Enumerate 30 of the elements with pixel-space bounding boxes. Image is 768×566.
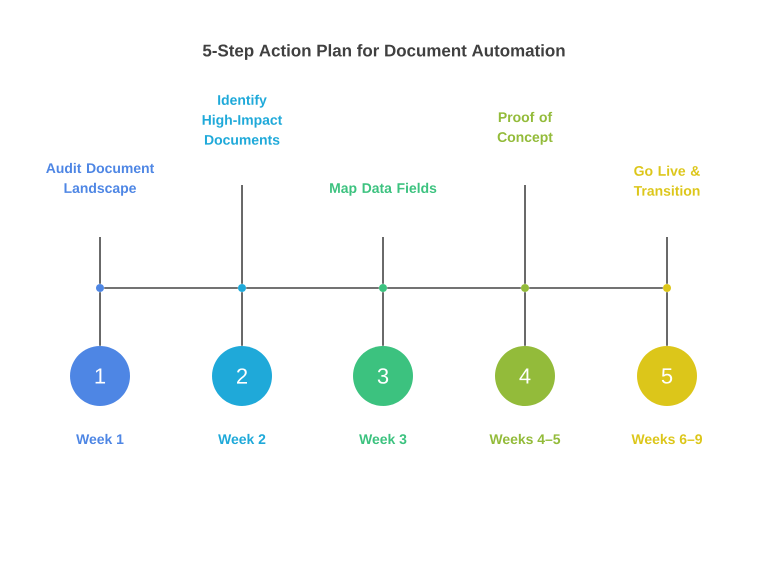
step-title: Audit Document Landscape	[46, 162, 154, 196]
step-title: Map Data Fields	[330, 182, 436, 196]
week-label: Week 2	[218, 434, 266, 444]
step-title: Go Live & Transition	[634, 166, 700, 196]
timeline-line	[246, 287, 379, 289]
timeline-dot	[238, 284, 246, 292]
connector-line	[382, 237, 384, 284]
connector-line	[666, 292, 668, 346]
timeline-line	[387, 287, 521, 289]
connector-line	[666, 237, 668, 284]
connector-line	[524, 292, 526, 346]
step-title: Proof of Concept	[498, 112, 553, 145]
timeline-line	[529, 287, 663, 289]
connector-line	[99, 292, 101, 346]
timeline-dot	[521, 284, 529, 292]
connector-line	[524, 185, 526, 284]
title: 5-Step Action Plan for Document Automation	[202, 44, 565, 60]
week-label: Week 1	[76, 434, 124, 444]
connector-line	[241, 292, 243, 346]
timeline-dot	[379, 284, 387, 292]
timeline-dot	[663, 284, 671, 292]
timeline-line	[104, 287, 238, 289]
week-label: Weeks 6–9	[631, 434, 702, 444]
connector-line	[241, 185, 243, 284]
week-label: Weeks 4–5	[489, 434, 560, 444]
connector-line	[382, 292, 384, 346]
connector-line	[99, 237, 101, 284]
timeline-dot	[96, 284, 104, 292]
step-title: Identify High-Impact Documents	[202, 94, 282, 145]
week-label: Week 3	[359, 434, 406, 444]
